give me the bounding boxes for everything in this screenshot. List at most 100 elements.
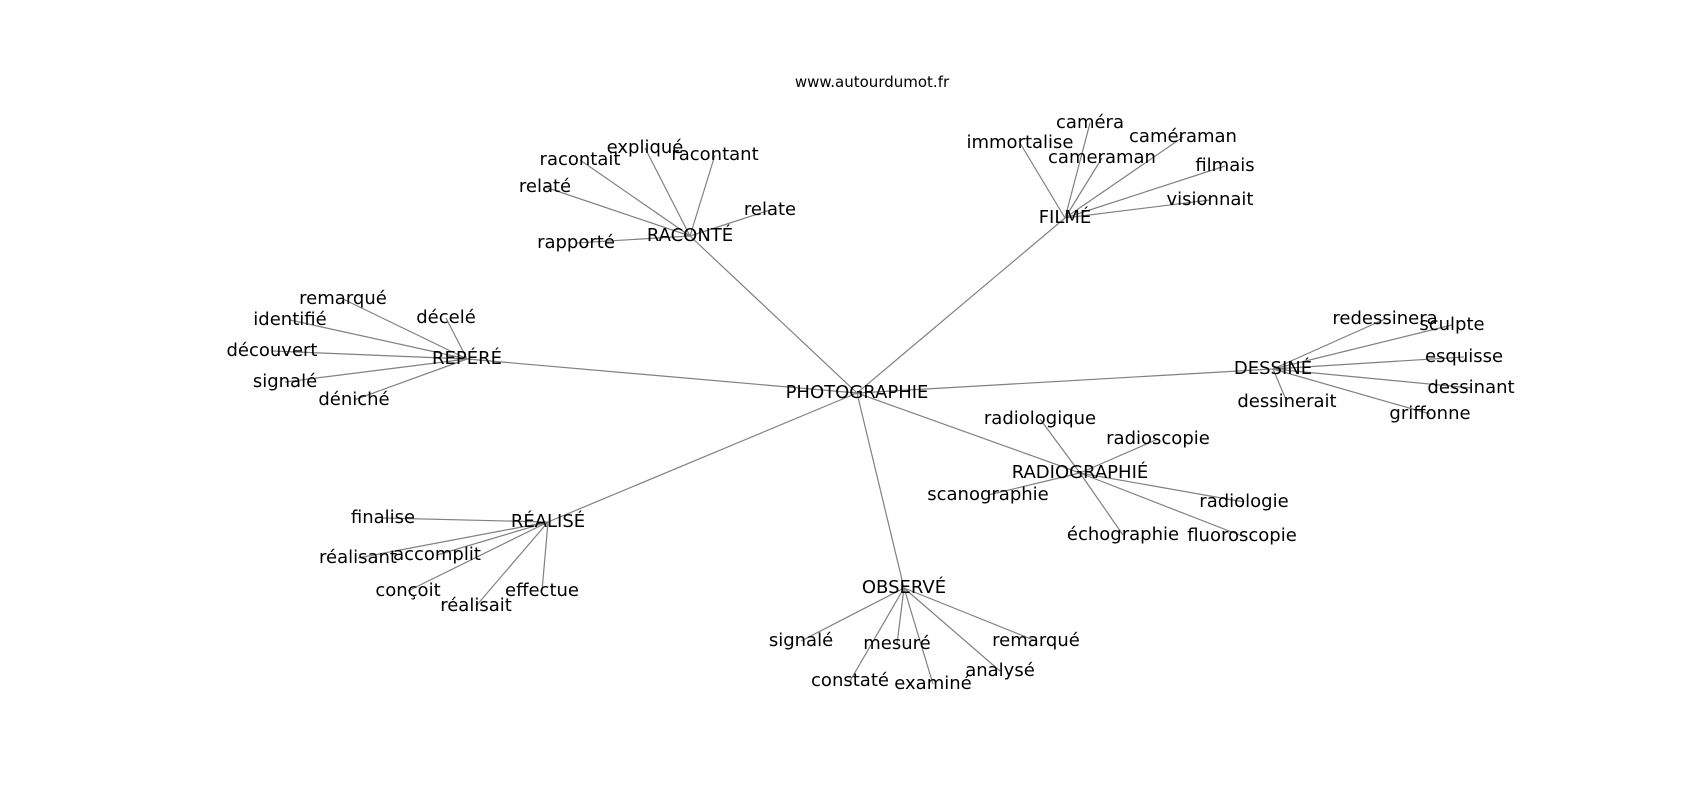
edge-hub-to-word <box>353 358 468 401</box>
site-url: www.autourdumot.fr <box>795 73 950 91</box>
edge-hub-to-word <box>1272 368 1472 389</box>
word-node: effectue <box>505 580 579 601</box>
edge-center-to-hub <box>547 392 858 523</box>
edge-hub-to-word <box>987 472 1081 496</box>
word-node: dessinant <box>1427 377 1514 398</box>
edge-hub-to-word <box>407 521 549 592</box>
word-node: identifié <box>253 309 326 330</box>
graph-labels: www.autourdumot.fr racontaitexpliquéraco… <box>226 73 1514 694</box>
word-node: rapporté <box>537 232 615 253</box>
edge-hub-to-word <box>689 209 771 237</box>
word-node: fluoroscopie <box>1187 525 1297 546</box>
edge-hub-to-word <box>1272 318 1386 370</box>
word-node: déniché <box>318 389 389 410</box>
word-node: radiologique <box>984 408 1096 429</box>
edge-hub-to-word <box>903 587 1037 642</box>
edge-hub-to-word <box>1064 136 1184 219</box>
word-node: échographie <box>1067 524 1179 545</box>
word-node: filmais <box>1195 155 1254 176</box>
edge-hub-to-word <box>382 517 549 523</box>
word-node: scanographie <box>927 484 1049 505</box>
word-node: cameraman <box>1048 147 1156 168</box>
word-node: finalise <box>351 507 415 528</box>
edge-hub-to-word <box>1272 356 1465 370</box>
word-node: examiné <box>894 673 971 694</box>
edge-center-to-hub <box>856 217 1066 394</box>
edge-hub-to-word <box>1079 472 1243 537</box>
edge-hub-to-word <box>289 319 468 360</box>
word-node: décelé <box>416 307 476 328</box>
word-node: dessinerait <box>1237 391 1336 412</box>
edge-center-to-hub <box>856 368 1274 394</box>
word-node: remarqué <box>299 288 387 309</box>
edge-hub-to-word <box>1039 418 1081 474</box>
word-node: accomplit <box>393 544 481 565</box>
word-node: mesuré <box>863 633 930 654</box>
word-node: caméra <box>1056 112 1124 133</box>
word-node: relate <box>744 199 796 220</box>
edge-hub-to-word <box>1064 122 1091 219</box>
edge-hub-to-word <box>575 235 691 244</box>
word-node: relaté <box>519 176 571 197</box>
edge-center-to-hub <box>856 392 905 589</box>
edge-hub-to-word <box>1079 472 1124 536</box>
edge-hub-to-word <box>896 587 905 645</box>
word-node: expliqué <box>607 137 684 158</box>
edge-hub-to-word <box>1272 368 1431 415</box>
word-node: esquisse <box>1425 346 1503 367</box>
edge-center-to-hub <box>856 392 1081 474</box>
hub-node: RADIOGRAPHIÉ <box>1012 461 1149 483</box>
word-node: remarqué <box>992 630 1080 651</box>
center-node: PHOTOGRAPHIE <box>786 382 929 403</box>
word-node: réalisait <box>440 595 512 616</box>
edge-hub-to-word <box>849 587 905 682</box>
word-node: racontant <box>671 144 758 165</box>
graph-edges <box>271 122 1472 685</box>
word-node: réalisant <box>319 547 397 568</box>
hub-node: RACONTÉ <box>647 224 733 246</box>
edge-center-to-hub <box>689 235 858 394</box>
edge-hub-to-word <box>475 521 549 607</box>
edge-hub-to-word <box>357 521 549 559</box>
edge-hub-to-word <box>1272 324 1453 370</box>
word-node: griffonne <box>1389 403 1470 424</box>
word-node: signalé <box>253 371 317 392</box>
edge-center-to-hub <box>466 358 858 394</box>
edge-hub-to-word <box>544 186 691 237</box>
word-node: analysé <box>965 660 1035 681</box>
word-node: constaté <box>811 670 889 691</box>
edge-hub-to-word <box>284 358 468 383</box>
word-node: conçoit <box>375 580 440 601</box>
edge-hub-to-word <box>1064 199 1211 219</box>
word-node: racontait <box>540 149 621 170</box>
word-node: immortalise <box>966 132 1073 153</box>
word-node: signalé <box>769 630 833 651</box>
edge-hub-to-word <box>1079 438 1159 474</box>
word-node: redessinera <box>1332 308 1437 329</box>
edge-hub-to-word <box>1064 157 1103 219</box>
hub-node: FILMÉ <box>1039 206 1092 228</box>
hub-node: RÉALISÉ <box>511 510 585 532</box>
word-node: sculpte <box>1419 314 1484 335</box>
edge-hub-to-word <box>1064 165 1226 219</box>
word-node: découvert <box>226 340 317 361</box>
hub-node: REPÉRÉ <box>432 347 502 369</box>
edge-hub-to-word <box>541 521 549 592</box>
hub-node: DESSINÉ <box>1234 357 1312 379</box>
edge-hub-to-word <box>1079 472 1245 503</box>
word-node: caméraman <box>1129 126 1237 147</box>
edge-hub-to-word <box>271 350 468 360</box>
edge-hub-to-word <box>579 159 691 237</box>
hub-node: OBSERVÉ <box>862 576 946 598</box>
edge-hub-to-word <box>800 587 905 642</box>
edge-hub-to-word <box>436 521 549 556</box>
word-node: radioscopie <box>1106 428 1210 449</box>
word-node: visionnait <box>1167 189 1254 210</box>
edge-hub-to-word <box>342 298 468 360</box>
edge-hub-to-word <box>903 587 1001 672</box>
word-node: radiologie <box>1199 491 1288 512</box>
edge-hub-to-word <box>689 154 716 237</box>
edge-hub-to-word <box>903 587 934 685</box>
edge-hub-to-word <box>1019 142 1066 219</box>
